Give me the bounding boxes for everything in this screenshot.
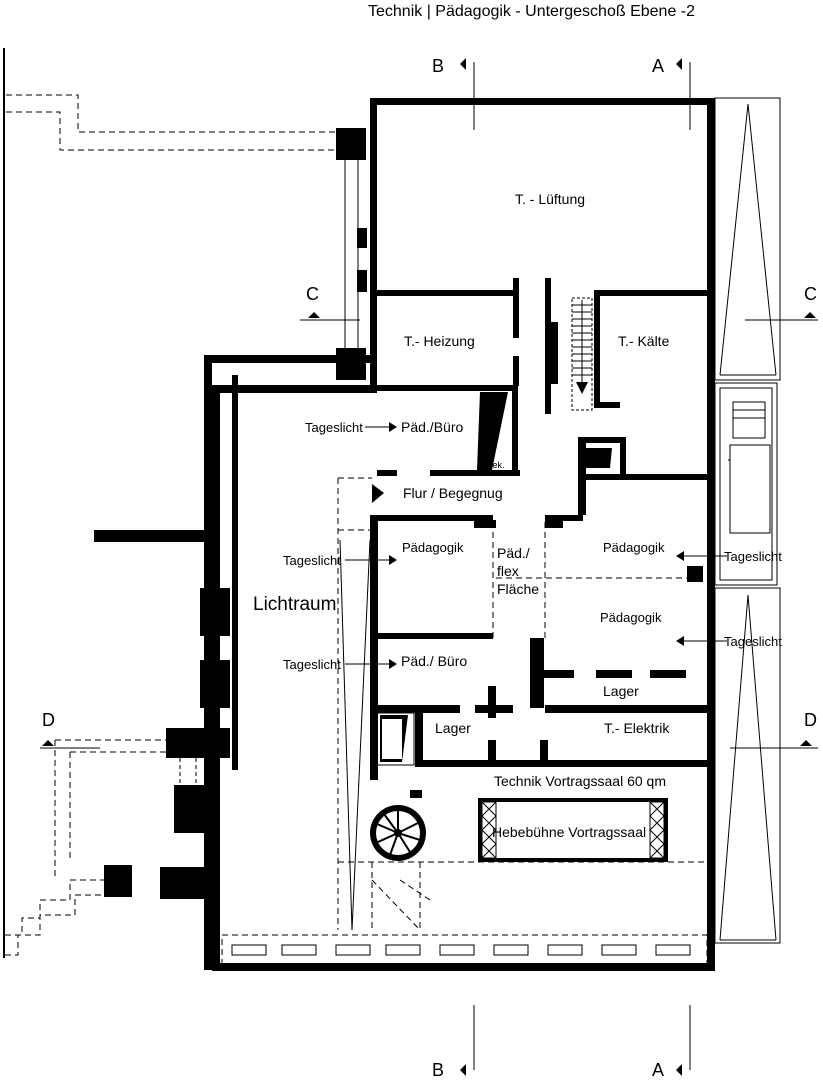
section-markers [40, 58, 818, 1076]
stair-main [571, 297, 593, 411]
terrain-dashed-top [6, 94, 340, 151]
room-lichtraum: Lichtraum [253, 594, 336, 615]
lichtraum-light-lines [339, 539, 371, 931]
room-elektrik: T.- Elektrik [604, 720, 670, 736]
room-paed-left: Pädagogik [402, 540, 464, 555]
terrain-dashed-bottom [5, 739, 170, 956]
spiral-stair [370, 712, 426, 861]
room-paed-right-top: Pädagogik [603, 540, 665, 555]
room-lager-right: Lager [603, 683, 639, 699]
room-lager-left: Lager [435, 720, 471, 736]
daylight-label-5: Tageslicht [724, 634, 782, 649]
hebebuehne-label: Hebebühne Vortragssaal [492, 824, 646, 840]
right-shaft [714, 97, 781, 944]
section-b-top: B [432, 56, 444, 76]
daylight-arrows [345, 422, 727, 669]
section-d-right: D [804, 710, 817, 730]
room-lueftung: T. - Lüftung [515, 191, 585, 207]
room-paed-right-mid: Pädagogik [600, 610, 662, 625]
room-flex-line3: Fläche [497, 581, 539, 597]
room-kaelte: T.- Kälte [618, 333, 670, 349]
room-gardeobe: Gardeobe [528, 644, 544, 706]
section-d-left: D [42, 710, 55, 730]
shaft-pillars [104, 128, 367, 899]
section-a-bottom: A [652, 1060, 664, 1080]
daylight-label-1: Tageslicht [305, 420, 363, 435]
room-flex-line1: Päd./ [497, 545, 530, 561]
daylight-label-2: Tageslicht [283, 553, 341, 568]
room-teek: Teek. [483, 460, 505, 470]
room-flex-line2: flex [497, 563, 519, 579]
room-buero-bottom: Päd./ Büro [401, 653, 467, 669]
hebebuehne-platform [478, 798, 668, 862]
section-a-top: A [652, 56, 664, 76]
section-c-right: C [804, 284, 817, 304]
room-heizung: T.- Heizung [404, 333, 475, 349]
room-vortrag: Technik Vortragssaal 60 qm [494, 773, 666, 789]
room-flur: Flur / Begegnug [403, 485, 503, 501]
interior-walls [370, 278, 707, 780]
plan-title: Technik | Pädagogik - Untergeschoß Ebene… [368, 3, 695, 20]
daylight-label-4: Tageslicht [724, 549, 782, 564]
room-buero-top: Päd./Büro [401, 419, 463, 435]
bottom-light-panels [221, 934, 708, 966]
section-b-bottom: B [432, 1060, 444, 1080]
section-c-left: C [306, 284, 319, 304]
daylight-label-3: Tageslicht [283, 657, 341, 672]
